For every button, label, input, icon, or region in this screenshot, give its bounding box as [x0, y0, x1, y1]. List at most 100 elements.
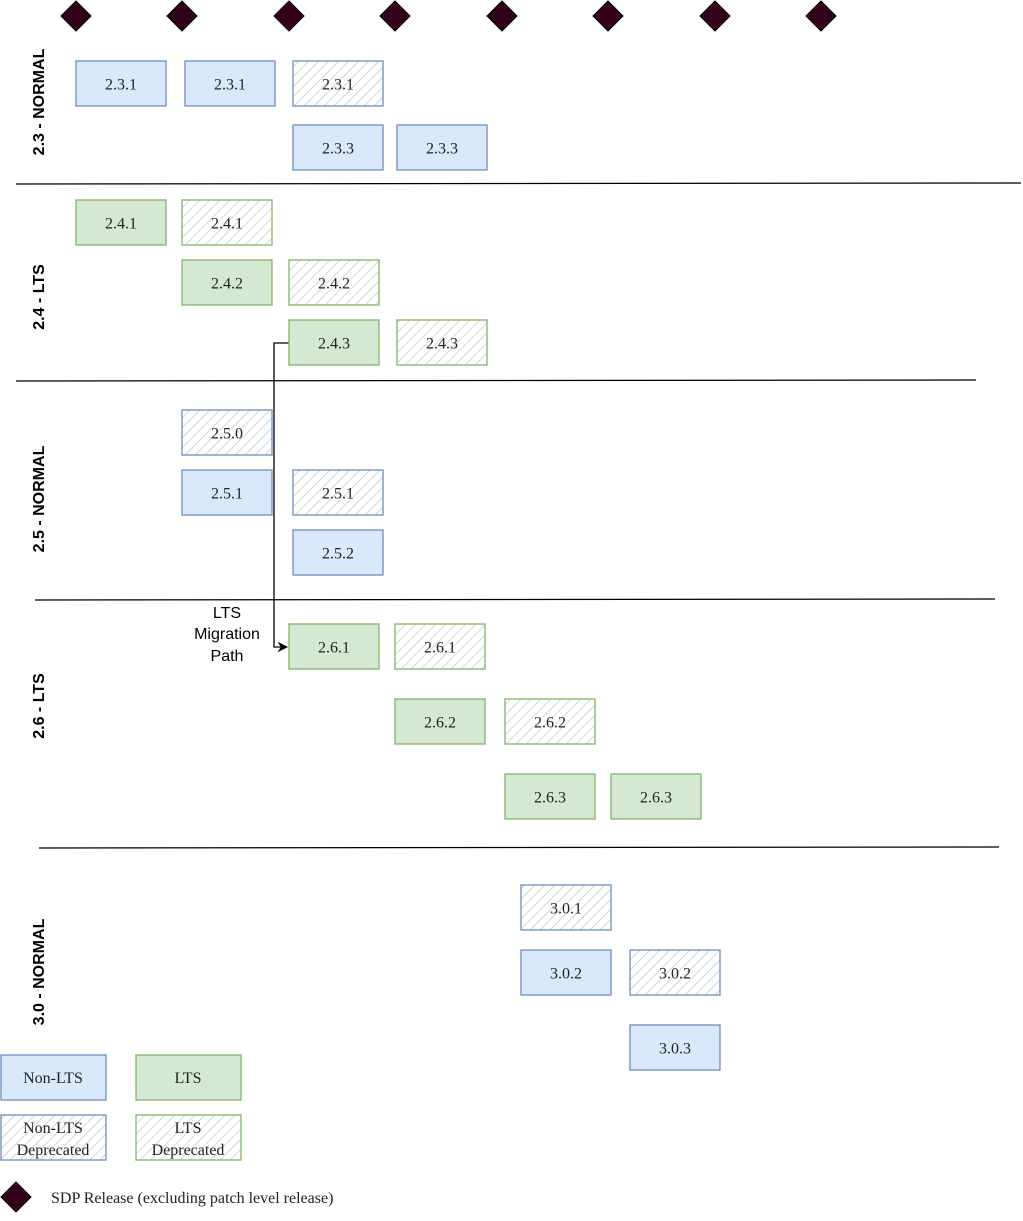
- lane-divider: [38, 846, 1000, 849]
- legend-lts-deprecated-line-1: LTS: [175, 1120, 202, 1137]
- release-box-2-4-1: 2.4.1: [75, 199, 167, 246]
- release-box-shape: [184, 60, 276, 107]
- lane-divider: [15, 182, 1022, 185]
- release-box-2-4-2: 2.4.2: [181, 259, 273, 306]
- release-box-2-4-2-deprecated: 2.4.2: [288, 259, 380, 306]
- lane-label-2-3: 2.3 - NORMAL: [31, 48, 48, 155]
- sdp-release-diamond: [273, 0, 305, 32]
- release-box-label: 2.3.1: [214, 77, 246, 94]
- release-box-label: 2.5.2: [322, 546, 354, 563]
- sdp-release-diamond: [486, 0, 518, 32]
- sdp-release-markers: [60, 0, 837, 32]
- lane-label-2-6: 2.6 - LTS: [31, 673, 48, 739]
- release-box-label: 2.4.1: [211, 216, 243, 233]
- release-boxes: 2.3.1 2.3.1 2.3.1 2.3.3 2.3.3 2.4.1 2.4.1 2.4.2…: [75, 60, 721, 1071]
- release-box-2-6-1: 2.6.1: [288, 623, 380, 670]
- release-box-2-6-2: 2.6.2: [394, 698, 486, 745]
- release-box-label: 3.0.3: [659, 1041, 691, 1058]
- legend-lts-deprecated-swatch: [135, 1114, 242, 1161]
- release-box-label: 2.5.0: [211, 426, 243, 443]
- migration-path: LTS Migration Path: [194, 342, 289, 665]
- release-box-3-0-2-deprecated: 3.0.2: [629, 949, 721, 996]
- release-box-2-4-1-deprecated: 2.4.1: [181, 199, 273, 246]
- migration-path-connector: [273, 342, 289, 653]
- migration-path-label-line-1: LTS: [213, 605, 241, 622]
- release-box-shape: [75, 60, 167, 107]
- release-box-2-5-0-deprecated: 2.5.0: [181, 409, 273, 456]
- release-box-2-6-2-deprecated: 2.6.2: [504, 698, 596, 745]
- release-box-shape: [394, 623, 486, 670]
- release-box-label: 2.5.1: [322, 486, 354, 503]
- release-box-shape: [520, 884, 612, 931]
- release-box-label: 2.6.1: [318, 640, 350, 657]
- sdp-release-diamond: [379, 0, 411, 32]
- release-box-label: 2.4.2: [318, 276, 350, 293]
- release-box-label: 2.6.3: [534, 790, 566, 807]
- release-box-shape: [288, 623, 380, 670]
- release-box-shape: [292, 529, 384, 576]
- release-box-shape: [288, 319, 380, 366]
- release-box-3-0-1-deprecated: 3.0.1: [520, 884, 612, 931]
- release-box-2-3-3: 2.3.3: [396, 124, 488, 171]
- legend: Non-LTS LTS Non-LTS Deprecated LTS Depre…: [0, 1054, 333, 1213]
- release-box-3-0-3: 3.0.3: [629, 1024, 721, 1071]
- release-box-2-5-1: 2.5.1: [181, 469, 273, 516]
- release-box-label: 3.0.2: [550, 966, 582, 983]
- sdp-release-diamond: [60, 0, 92, 32]
- release-box-label: 2.3.3: [426, 141, 458, 158]
- release-box-shape: [292, 469, 384, 516]
- release-box-label: 2.3.1: [322, 77, 354, 94]
- lane-dividers: [15, 182, 1022, 849]
- release-box-2-3-1: 2.3.1: [184, 60, 276, 107]
- migration-path-label-line-2: Migration: [194, 626, 260, 643]
- release-box-shape: [610, 773, 702, 820]
- legend-sdp-release-diamond: [0, 1181, 32, 1213]
- legend-sdp-release-label: SDP Release (excluding patch level relea…: [51, 1190, 333, 1207]
- legend-non-lts-swatch: [0, 1054, 107, 1101]
- sdp-release-diamond: [805, 0, 837, 32]
- release-box-shape: [396, 124, 488, 171]
- sdp-release-diamond: [592, 0, 624, 32]
- release-box-label: 2.6.1: [424, 640, 456, 657]
- lane-divider: [34, 598, 996, 601]
- release-box-2-3-3: 2.3.3: [292, 124, 384, 171]
- legend-lts-deprecated-line-2: Deprecated: [152, 1142, 225, 1159]
- release-box-2-4-3: 2.4.3: [288, 319, 380, 366]
- release-box-2-3-1: 2.3.1: [75, 60, 167, 107]
- lane-divider: [15, 379, 977, 382]
- release-box-2-6-3: 2.6.3: [610, 773, 702, 820]
- release-box-2-6-3: 2.6.3: [504, 773, 596, 820]
- release-box-label: 2.6.3: [640, 790, 672, 807]
- legend-non-lts-deprecated-line-1: Non-LTS: [23, 1120, 83, 1137]
- lane-label-2-4: 2.4 - LTS: [31, 264, 48, 330]
- release-box-shape: [181, 469, 273, 516]
- release-box-shape: [396, 319, 488, 366]
- legend-lts-swatch: [135, 1054, 242, 1101]
- release-box-shape: [504, 698, 596, 745]
- release-box-shape: [292, 60, 384, 107]
- release-box-label: 2.3.3: [322, 141, 354, 158]
- release-box-2-5-1-deprecated: 2.5.1: [292, 469, 384, 516]
- release-box-shape: [629, 949, 721, 996]
- legend-lts-label: LTS: [175, 1070, 202, 1087]
- release-box-shape: [504, 773, 596, 820]
- release-box-shape: [292, 124, 384, 171]
- release-box-label: 2.5.1: [211, 486, 243, 503]
- lane-label-2-5: 2.5 - NORMAL: [31, 445, 48, 552]
- release-box-shape: [181, 199, 273, 246]
- release-box-2-6-1-deprecated: 2.6.1: [394, 623, 486, 670]
- release-box-shape: [629, 1024, 721, 1071]
- release-box-shape: [394, 698, 486, 745]
- release-box-label: 2.4.2: [211, 276, 243, 293]
- release-box-label: 2.4.3: [426, 336, 458, 353]
- release-box-label: 3.0.1: [550, 901, 582, 918]
- release-box-shape: [181, 409, 273, 456]
- legend-non-lts-deprecated-swatch: [0, 1114, 107, 1161]
- sdp-release-diamond: [166, 0, 198, 32]
- release-box-label: 2.6.2: [534, 715, 566, 732]
- release-box-shape: [75, 199, 167, 246]
- legend-non-lts-deprecated-line-2: Deprecated: [17, 1142, 90, 1159]
- lane-labels: 2.3 - NORMAL 2.4 - LTS 2.5 - NORMAL 2.6 …: [31, 48, 48, 1025]
